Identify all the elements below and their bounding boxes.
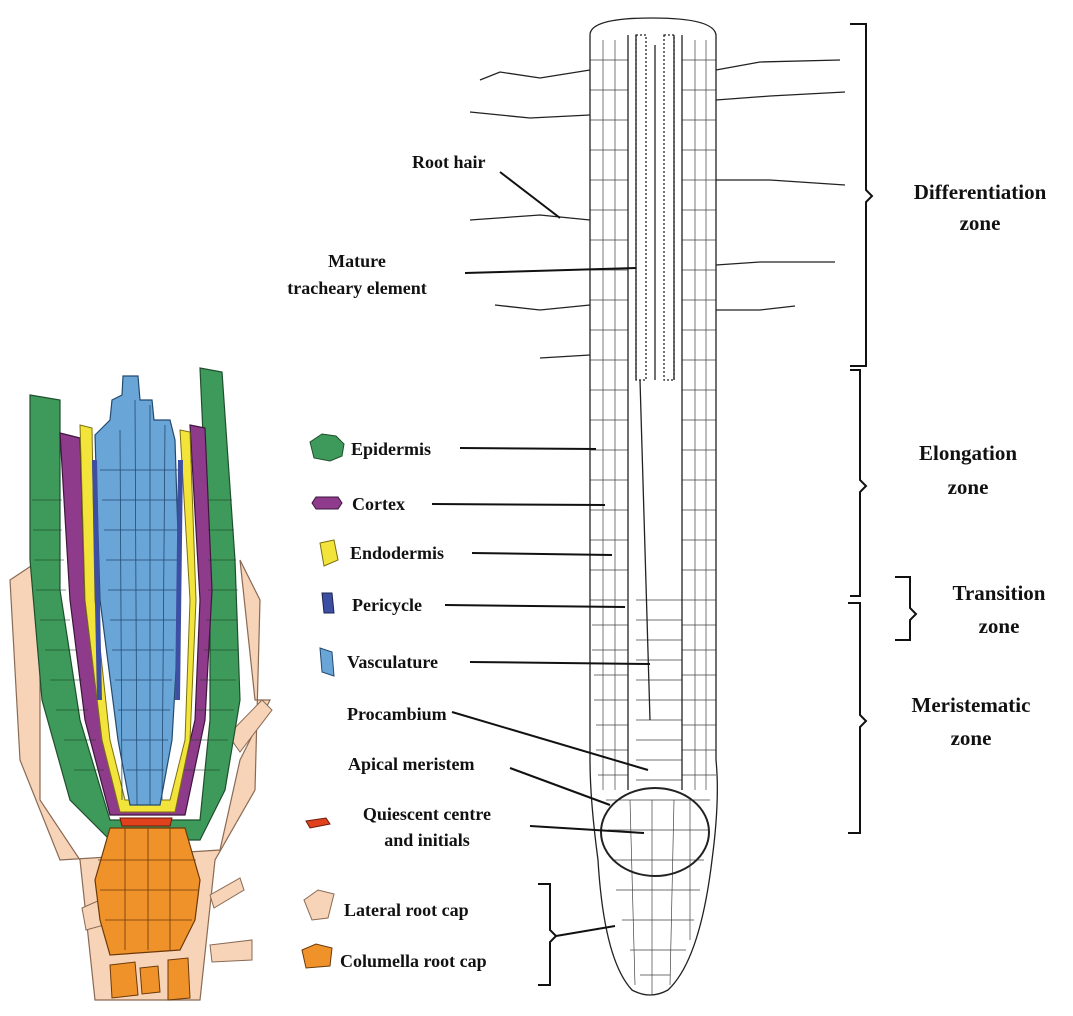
zone-labels: Differentiation zone Elongation zone Tra… [912, 180, 1047, 750]
lateral-cap-fragment [210, 940, 252, 962]
lateral-root-cap-cell-icon [304, 890, 334, 920]
legend-label-columella: Columella root cap [340, 951, 487, 971]
mature-tracheary-label-line1: Mature [328, 251, 386, 271]
columella-cell-icon [302, 944, 332, 968]
meristematic-zone-label-line1: Meristematic [912, 693, 1031, 717]
endodermis-cell-icon [320, 540, 338, 566]
quiescent-label-line1: Quiescent centre [363, 804, 491, 824]
apical-meristem-leader [510, 768, 610, 805]
quiescent-centre-region [120, 818, 172, 826]
mature-tracheary-element [636, 35, 646, 380]
procambium-label: Procambium [347, 704, 447, 724]
elongation-zone-label-line1: Elongation [919, 441, 1017, 465]
vasculature-cell-icon [320, 648, 334, 676]
columella-region [95, 828, 200, 955]
quiescent-cell-icon [306, 818, 330, 828]
annotation-labels: Root hair Mature tracheary element Epide… [287, 152, 491, 971]
differentiation-zone-label-line1: Differentiation [914, 180, 1047, 204]
root-hair [716, 60, 840, 70]
transition-zone-label-line2: zone [979, 614, 1020, 638]
line-root-illustration [470, 18, 845, 995]
vasculature-leader [470, 662, 650, 664]
endodermis-leader [472, 553, 612, 555]
epidermis-leader [460, 448, 596, 449]
colored-root-tip-illustration [10, 368, 272, 1000]
root-hair-label: Root hair [412, 152, 486, 172]
root-hair [480, 70, 590, 80]
columella-sloughed-cell [110, 962, 138, 998]
cortex-cell-icon [312, 497, 342, 509]
elongation-zone-label-line2: zone [948, 475, 989, 499]
lateral-cap-fragment [210, 878, 244, 908]
legend-label-pericycle: Pericycle [352, 595, 422, 615]
cortex-leader [432, 504, 605, 505]
apical-meristem-label: Apical meristem [348, 754, 474, 774]
root-cap-bracket [538, 884, 556, 985]
legend-label-cortex: Cortex [352, 494, 405, 514]
transition-zone-label-line1: Transition [953, 581, 1046, 605]
differentiation-zone-label-line2: zone [960, 211, 1001, 235]
columella-sloughed-cell [140, 966, 160, 994]
quiescent-leader [530, 826, 644, 833]
pericycle-cell-icon [322, 593, 334, 613]
epidermis-cell-icon [310, 434, 344, 461]
root-hair [470, 215, 590, 220]
root-outline [590, 18, 717, 995]
pericycle-leader [445, 605, 625, 607]
legend-label-epidermis: Epidermis [351, 439, 431, 459]
root-hair-leader [500, 172, 560, 218]
meristematic-zone-label-line2: zone [951, 726, 992, 750]
legend-swatches [302, 434, 344, 968]
columella-sloughed-cell [168, 958, 190, 1000]
legend-label-endodermis: Endodermis [350, 543, 444, 563]
legend-label-lateral-root-cap: Lateral root cap [344, 900, 469, 920]
mature-tracheary-label-line2: tracheary element [287, 278, 426, 298]
procambium-leader [452, 712, 648, 770]
tracheary-leader [465, 268, 636, 273]
differentiation-bracket [850, 24, 872, 366]
meristematic-bracket [848, 603, 866, 833]
elongation-bracket [850, 370, 866, 596]
transition-bracket [895, 577, 916, 640]
legend-label-vasculature: Vasculature [347, 652, 438, 672]
quiescent-label-line2: and initials [384, 830, 470, 850]
